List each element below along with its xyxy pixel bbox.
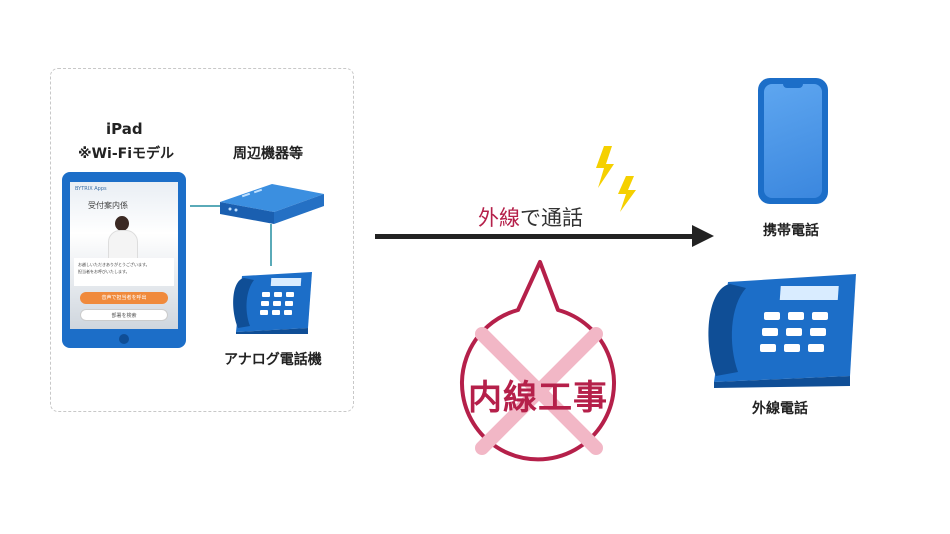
mobile-phone-icon — [758, 78, 828, 204]
ipad-screen-brand: BYTRIX Apps — [75, 186, 107, 192]
ipad-screen-heading: 受付案内係 — [88, 201, 128, 210]
call-arrow-line — [375, 234, 695, 239]
lightning-icon — [596, 146, 636, 212]
connector-peripheral-phone — [270, 224, 272, 266]
ipad-screen: BYTRIX Apps 受付案内係 お越しいただきありがとうございます。 担当者… — [70, 182, 178, 329]
ipad-call-button[interactable]: 音声で担当者を呼出 — [80, 292, 168, 304]
ipad-message-panel: お越しいただきありがとうございます。 担当者をお呼びいたします。 — [74, 258, 174, 286]
external-phone-icon — [708, 274, 856, 388]
ipad-device: BYTRIX Apps 受付案内係 お越しいただきありがとうございます。 担当者… — [62, 172, 186, 348]
router-icon — [220, 184, 324, 224]
internal-wiring-bubble — [460, 260, 616, 462]
analog-phone-icon — [233, 272, 312, 334]
ipad-title: iPad — [106, 120, 143, 138]
call-arrow-head — [692, 225, 714, 247]
phone-notch — [783, 82, 803, 88]
cross-icon — [475, 327, 603, 455]
internal-wiring-text: 内線工事 — [468, 378, 608, 418]
external-call-label: 外線で通話 — [478, 202, 583, 232]
connector-ipad-peripheral — [190, 205, 226, 207]
ipad-message-line2: 担当者をお呼びいたします。 — [78, 269, 130, 274]
receptionist-figure — [106, 216, 138, 260]
ipad-message-line1: お越しいただきありがとうございます。 — [78, 262, 150, 267]
analog-phone-label: アナログ電話機 — [224, 352, 322, 368]
peripheral-label: 周辺機器等 — [233, 146, 303, 162]
ipad-search-button[interactable]: 部署を検索 — [80, 309, 168, 321]
external-call-label-red: 外線 — [478, 206, 520, 230]
external-call-label-rest: で通話 — [520, 206, 583, 230]
onsite-equipment-group — [50, 68, 354, 412]
ipad-wifi-note: ※Wi-Fiモデル — [78, 146, 175, 162]
mobile-phone-label: 携帯電話 — [763, 223, 819, 239]
external-phone-label: 外線電話 — [752, 401, 808, 417]
ipad-home-button — [119, 334, 129, 344]
